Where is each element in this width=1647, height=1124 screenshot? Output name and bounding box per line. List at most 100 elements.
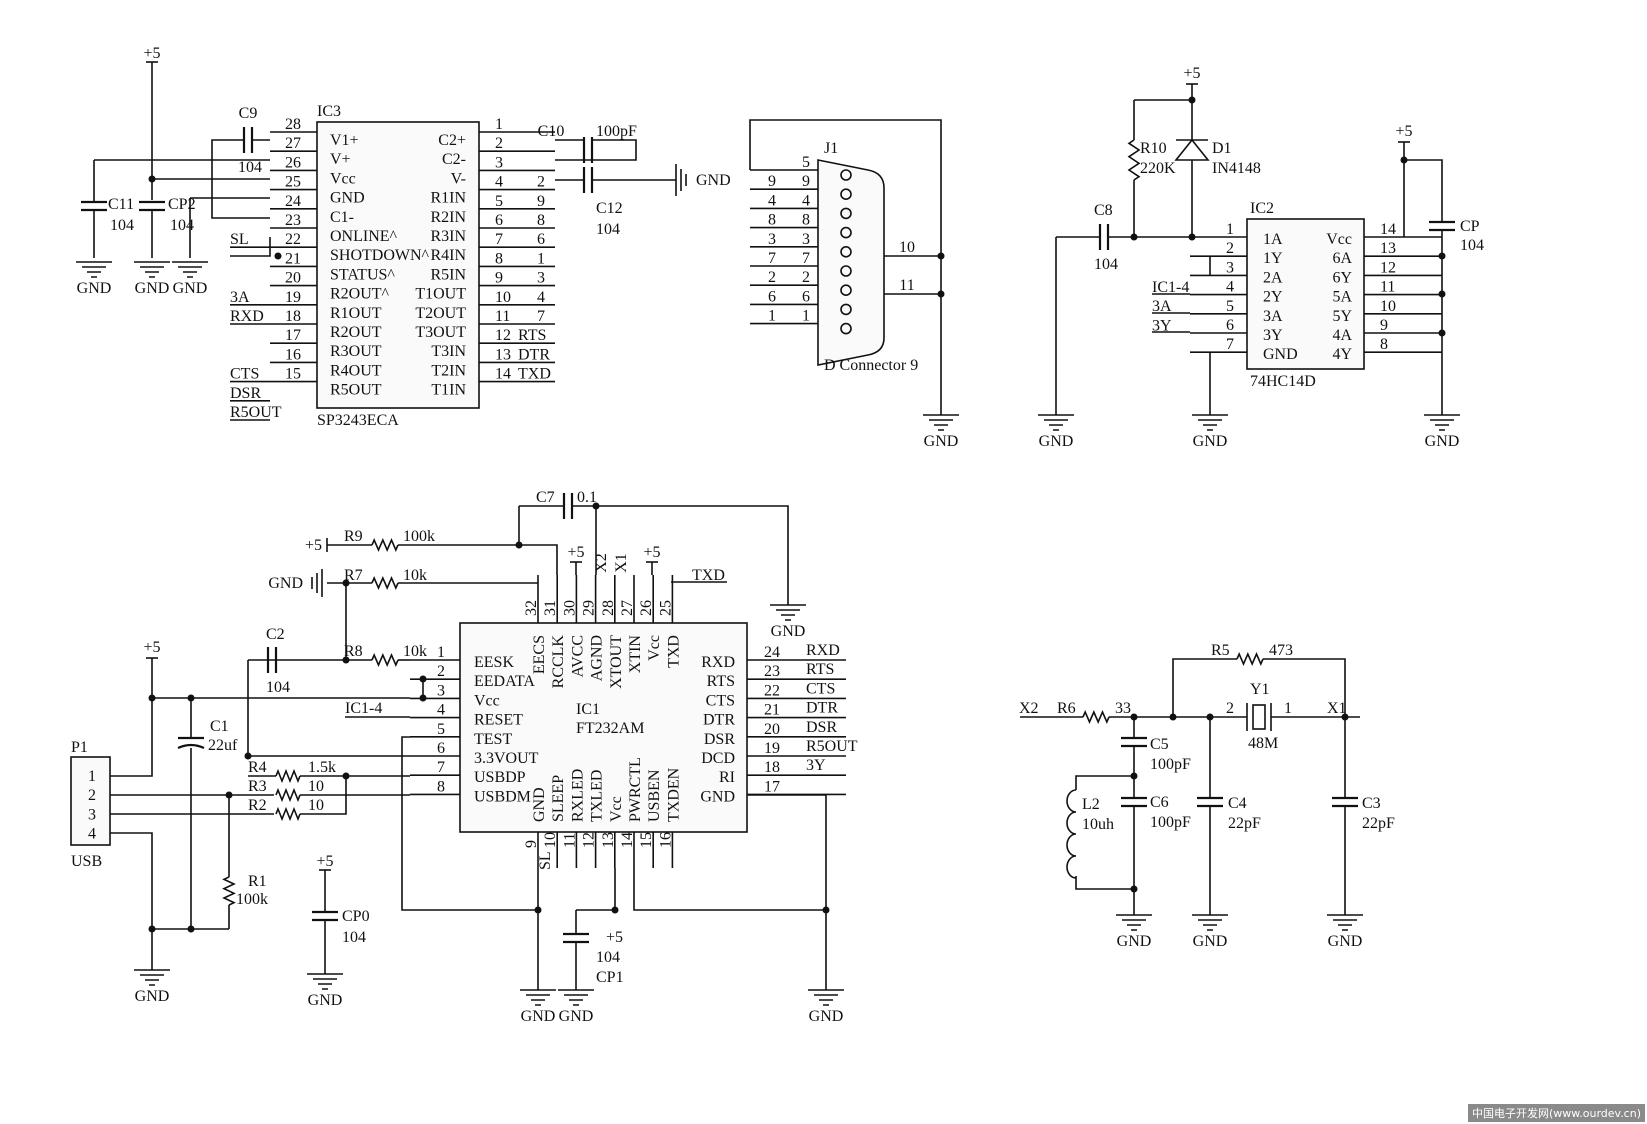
p1-body xyxy=(70,756,111,846)
ic1-pin-name: RXLED xyxy=(569,769,586,822)
ic3-pin-num: 5 xyxy=(495,193,503,210)
ic3-pin-num: 28 xyxy=(285,116,301,133)
c3-value: 22pF xyxy=(1362,815,1395,832)
ic2-pin-name: Vcc xyxy=(1326,231,1352,248)
capacitor xyxy=(312,910,338,922)
capacitor xyxy=(242,127,254,153)
c8-ref: C8 xyxy=(1094,202,1113,219)
ic3-pin-num: 6 xyxy=(495,212,503,229)
ground-symbol xyxy=(675,164,687,196)
ground-label: GND xyxy=(924,433,959,450)
ic1-pin-num: 9 xyxy=(523,840,540,848)
r10-value: 220K xyxy=(1140,160,1176,177)
ic3-pin-num: 12 xyxy=(495,327,511,344)
ic1-pin-name: RI xyxy=(719,769,735,786)
ic1-pin-num: 2 xyxy=(437,663,445,680)
ic1-pin-num: 25 xyxy=(657,600,674,616)
ic3-pin-name: R5IN xyxy=(430,266,466,283)
c1-cap xyxy=(177,736,205,750)
ic3-pin-name: R1IN xyxy=(430,190,466,207)
ic1-pin-num: 3 xyxy=(437,682,445,699)
ic2-pin-name: 4Y xyxy=(1332,346,1352,363)
j1-contact xyxy=(840,246,852,258)
c9-value: 104 xyxy=(238,159,262,176)
junction-dot xyxy=(937,290,945,298)
ic2-pin-name: 3Y xyxy=(1263,327,1283,344)
ic2-net-label: 3Y xyxy=(1152,317,1172,334)
ic1-pin-num: 29 xyxy=(581,600,598,616)
ground-symbol xyxy=(558,989,594,1006)
j1-contact xyxy=(840,284,852,297)
reset-net: IC1-4 xyxy=(345,700,382,717)
ic1-net-label: DSR xyxy=(806,719,837,736)
y1-pin: 2 xyxy=(1226,700,1234,717)
j1-pin-num: 2 xyxy=(802,269,810,286)
c11-value: 104 xyxy=(110,217,134,234)
capacitor xyxy=(266,647,278,673)
ic2-pin-name: 2Y xyxy=(1263,289,1283,306)
ground-label: GND xyxy=(135,280,170,297)
usben-wire xyxy=(633,868,826,911)
ic1-pin-num: 13 xyxy=(600,832,617,848)
ic1-ref: IC1 xyxy=(576,701,600,718)
ic1-pin-num: 1 xyxy=(437,644,445,661)
ic1-pin-name: USBDP xyxy=(474,769,526,786)
j1-contact xyxy=(840,207,852,220)
ic2-part: 74HC14D xyxy=(1250,373,1316,390)
ic3-net-label: 3A xyxy=(230,289,250,306)
c10-ref: C10 xyxy=(538,123,565,140)
ic3-pin-name: V1+ xyxy=(330,132,359,149)
ic3-pin-num: 16 xyxy=(285,346,301,363)
ground-symbol xyxy=(520,989,556,1006)
ic3-pin-name: GND xyxy=(330,190,365,207)
ic1-net-label: RTS xyxy=(806,661,834,678)
ic3-pin-num: 25 xyxy=(285,174,301,191)
sl-wire xyxy=(230,237,271,257)
wires xyxy=(93,62,1446,990)
ic3-pin-name: R2IN xyxy=(430,209,466,226)
ic1-pin-name: AVCC xyxy=(569,635,586,677)
ic3-pin-num: 15 xyxy=(285,366,301,383)
l2-wire xyxy=(1075,775,1134,790)
components xyxy=(70,61,1460,1006)
c12-value: 104 xyxy=(596,221,620,238)
ic2-pin-num: 11 xyxy=(1380,279,1395,296)
junction-dot xyxy=(187,925,195,933)
ic3-net-label: CTS xyxy=(230,366,259,383)
r6-ref: R6 xyxy=(1057,700,1076,717)
ic3-pin-name: R5OUT xyxy=(330,382,382,399)
ic3-pin-name: T2IN xyxy=(431,362,466,379)
ic3-pin-num: 10 xyxy=(495,289,511,306)
c12-ref: C12 xyxy=(596,200,623,217)
junction-dot xyxy=(244,752,252,760)
ic3-pin-name: T2OUT xyxy=(415,305,466,322)
j1-contact xyxy=(840,265,852,277)
ic3-body xyxy=(316,121,480,409)
capacitor xyxy=(1332,796,1358,808)
r8-value: 10k xyxy=(403,643,427,660)
d1-diode xyxy=(1174,138,1210,161)
ic3-pin-num: 21 xyxy=(285,250,301,267)
resistor xyxy=(275,768,301,784)
ic2-net-label: IC1-4 xyxy=(1152,279,1189,296)
usb-vcc-wire xyxy=(110,658,153,777)
j1-net-label: 2 xyxy=(768,269,776,286)
ic1-pin-num: 24 xyxy=(764,644,780,661)
capacitor xyxy=(1197,796,1223,808)
ic3-pin-num: 1 xyxy=(495,116,503,133)
p1-name: USB xyxy=(71,853,102,870)
ic2-pin-num: 7 xyxy=(1226,336,1234,353)
ic3-pin-name: C2+ xyxy=(438,132,466,149)
ic1-pin-name: RCCLK xyxy=(550,635,567,689)
ic1-pin-name: PWRCTL xyxy=(627,757,644,822)
ic3-pin-num: 24 xyxy=(285,193,301,210)
r4-ref: R4 xyxy=(248,759,267,776)
r5-ref: R5 xyxy=(1211,642,1230,659)
j1-pin-num: 5 xyxy=(802,154,810,171)
c1-ref-val: C1 xyxy=(210,718,229,735)
ic1-pin-num: 31 xyxy=(542,600,559,616)
ic3-pin-name: R4IN xyxy=(430,247,466,264)
ic2-pin-num: 14 xyxy=(1380,221,1396,238)
ic3-pin-name: ONLINE^ xyxy=(330,228,398,245)
